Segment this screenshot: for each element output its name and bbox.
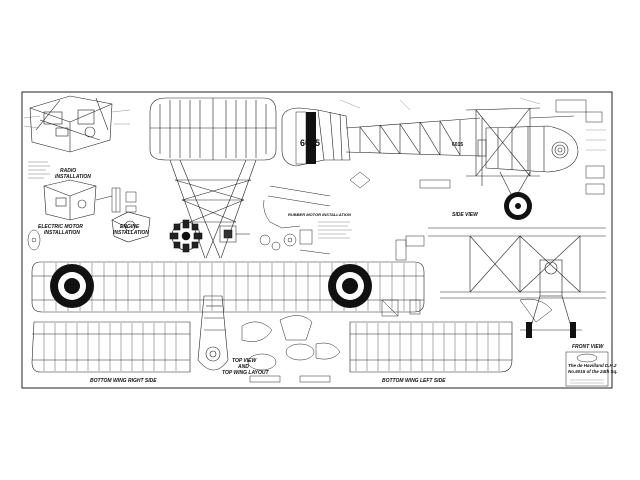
front-view [428, 227, 606, 331]
top-wing-roundel-right [328, 264, 372, 308]
engine-label: ENGINE [120, 224, 140, 230]
rubber-motor-detail [263, 185, 331, 255]
plan-title: The de Havilland D.H.2 [568, 363, 617, 368]
electric-installation-label: INSTALLATION [44, 230, 80, 236]
engine-mount-detail [219, 225, 250, 243]
rotary-engine [169, 219, 203, 253]
construction-details [259, 99, 605, 317]
radio-installation-detail [29, 95, 113, 153]
side-view-fuselage [281, 107, 579, 201]
bottom-wing-left-label: BOTTOM WING LEFT SIDE [382, 378, 446, 384]
rubber-motor-label: RUBBER MOTOR INSTALLATION [288, 212, 351, 217]
radio-label: RADIO [60, 168, 76, 174]
top-wing-layout-label: TOP WING LAYOUT [222, 370, 270, 376]
fin-detail [519, 298, 553, 323]
rubber-notes [318, 221, 352, 239]
electric-motor-detail [43, 179, 113, 221]
radio-installation-label: INSTALLATION [55, 174, 91, 180]
bottom-wing-left-ribs [355, 323, 500, 371]
side-view-roundel [551, 141, 569, 159]
nacelle-top-view [197, 295, 229, 371]
electric-motor-label: ELECTRIC MOTOR [38, 224, 83, 230]
engine-installation-label: INSTALLATION [113, 230, 149, 236]
top-wing-roundel-left [50, 264, 94, 308]
title-block [565, 351, 609, 387]
notes-text-left [28, 161, 50, 179]
bottom-wing-right-side [31, 321, 191, 373]
cowl-parts [241, 315, 341, 383]
side-view-wheel [504, 192, 532, 220]
rudder-stripes [295, 111, 316, 165]
sheet-border [21, 91, 613, 389]
top-view-and-label: AND [237, 364, 249, 370]
top-view-label: TOP VIEW [232, 358, 257, 364]
boom-serial-number: 6015 [452, 142, 463, 148]
bottom-wing-left-side [349, 321, 513, 373]
front-view-wheels [526, 322, 576, 338]
side-serial-number: 6015 [300, 138, 320, 148]
side-view-callouts [339, 97, 606, 151]
engine-installation-detail [111, 211, 151, 243]
bottom-wing-right-label: BOTTOM WING RIGHT SIDE [90, 378, 157, 384]
front-view-label: FRONT VIEW [572, 344, 605, 350]
side-view-label: SIDE VIEW [452, 212, 479, 218]
propeller-detail [27, 187, 137, 251]
plan-subtitle: No.6015 of the 24th Sq. [568, 369, 618, 374]
bottom-wing-right-ribs [43, 323, 177, 371]
radio-callouts [23, 109, 131, 129]
tailplane-top-view [149, 97, 277, 259]
